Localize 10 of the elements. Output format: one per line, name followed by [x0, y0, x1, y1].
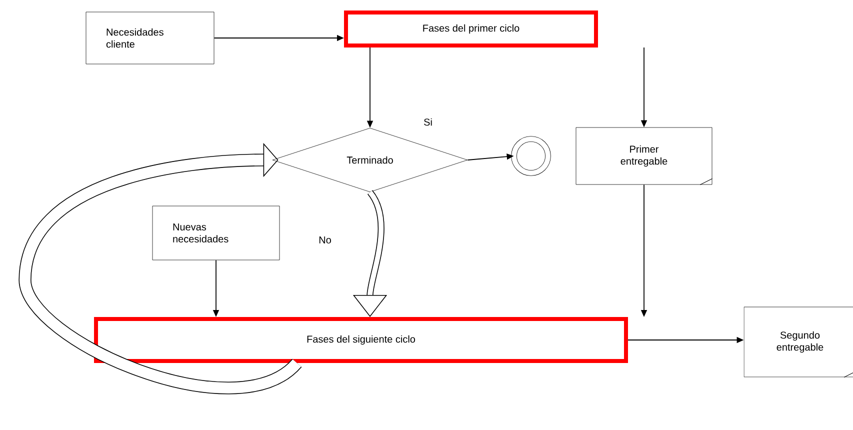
document-box: Primer entregable [576, 127, 712, 185]
end-circle [511, 136, 551, 176]
block-arrow [18, 142, 301, 394]
process-box: Necesidades cliente [86, 12, 214, 64]
phase-box: Fases del primer ciclo [344, 10, 598, 48]
edge-label: No [318, 236, 332, 244]
process-box: Nuevas necesidades [152, 206, 280, 260]
edge-label: Si [422, 117, 434, 127]
phase-box: Fases del siguiente ciclo [94, 317, 628, 363]
document-box: Segundo entregable [744, 306, 853, 378]
